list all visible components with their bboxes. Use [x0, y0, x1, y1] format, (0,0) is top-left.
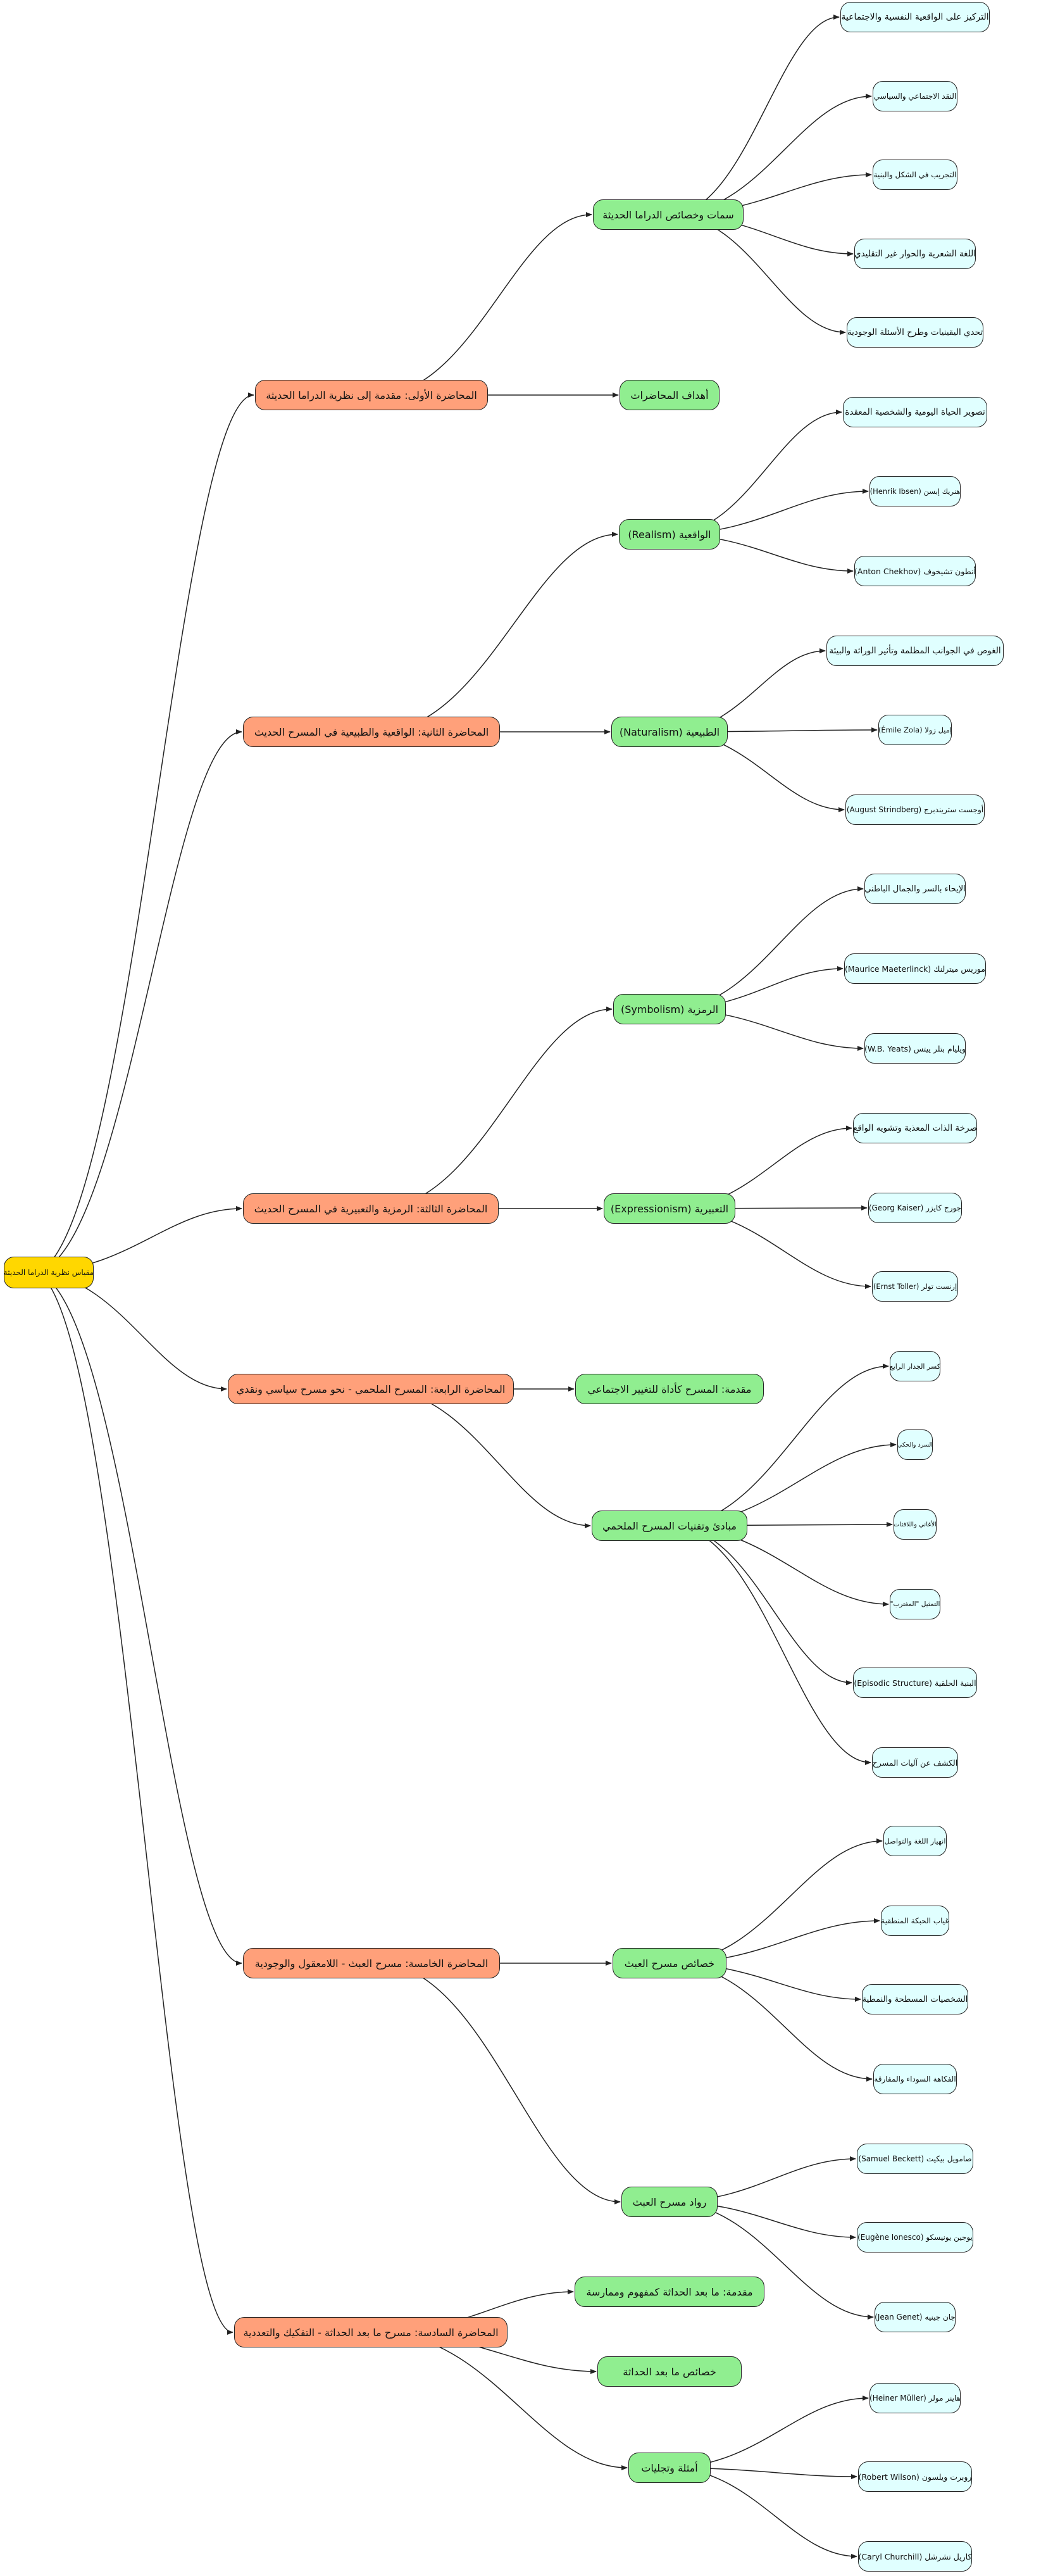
- detail-node-d4: اللغة الشعرية والحوار غير التقليدي: [854, 239, 976, 269]
- lecture-node-l1: المحاضرة الأولى: مقدمة إلى نظرية الدراما…: [255, 380, 488, 410]
- detail-node-d6: تصوير الحياة اليومية والشخصية المعقدة: [843, 397, 987, 427]
- detail-node-d30: جان جينيه (Jean Genet): [875, 2302, 956, 2332]
- edge-t4b-d23: [677, 1525, 871, 1765]
- detail-node-d17: إرنست تولر (Ernst Toller): [872, 1271, 958, 1302]
- detail-node-d27: الفكاهة السوداء والمفارقة: [873, 2064, 957, 2094]
- detail-node-d26: الشخصيات المسطحة والنمطية: [862, 1984, 968, 2014]
- detail-node-d29: يوجين يونيسكو (Eugène Ionesco): [857, 2222, 973, 2252]
- lecture-node-l3: المحاضرة الثالثة: الرمزية والتعبيرية في …: [243, 1193, 499, 1224]
- detail-node-d21: التمثيل "المغترب": [890, 1589, 940, 1619]
- edge-root-l4: [37, 1272, 227, 1392]
- detail-node-d19: السرد والحكي: [897, 1429, 933, 1460]
- topic-node-t6a: مقدمة: ما بعد الحداثة كمفهوم وممارسة: [575, 2277, 764, 2307]
- detail-node-d11: أوجست ستريندبرج (August Strindberg): [845, 795, 985, 825]
- topic-node-t2a: الواقعية (Realism): [619, 519, 720, 550]
- edge-root-l5: [37, 1272, 242, 1966]
- lecture-node-l5: المحاضرة الخامسة: مسرح العبث - اللامعقول…: [243, 1948, 500, 1978]
- detail-node-d1: التركيز على الواقعية النفسية والاجتماعية: [840, 2, 990, 32]
- edge-t5a-d27: [675, 1963, 873, 2082]
- edge-t1a-d1: [675, 15, 840, 215]
- edge-l1-t1a: [383, 212, 592, 396]
- edge-t1a-d2: [675, 94, 872, 215]
- detail-node-d23: الكشف عن آليات المسرح: [872, 1747, 958, 1778]
- edge-t3a-d12: [675, 886, 864, 1010]
- topic-node-t2b: الطبيعية (Naturalism): [611, 717, 728, 747]
- detail-node-d5: تحدي اليقينيات وطرح الأسئلة الوجودية: [847, 317, 983, 348]
- lecture-node-l6: المحاضرة السادسة: مسرح ما بعد الحداثة - …: [234, 2317, 508, 2347]
- detail-node-d14: ويليام بتلر ييتس (W.B. Yeats): [864, 1033, 966, 1064]
- edge-root-l2: [37, 729, 242, 1273]
- detail-node-d2: النقد الاجتماعي والسياسي: [873, 81, 957, 111]
- lecture-node-l2: المحاضرة الثانية: الواقعية والطبيعية في …: [243, 717, 500, 747]
- detail-node-d18: كسر الجدار الرابع: [890, 1351, 940, 1381]
- lecture-node-l4: المحاضرة الرابعة: المسرح الملحمي - نحو م…: [228, 1374, 514, 1404]
- detail-node-d16: جورج كايزر (Georg Kaiser): [868, 1193, 962, 1223]
- detail-node-d33: كاريل تشرشل (Caryl Churchill): [858, 2541, 972, 2572]
- detail-node-d15: صرخة الذات المعذبة وتشويه الواقع: [853, 1113, 977, 1143]
- topic-node-t4a: مقدمة: المسرح كأداة للتغيير الاجتماعي: [575, 1374, 764, 1404]
- detail-node-d32: روبرت ويلسون (Robert Wilson): [858, 2461, 972, 2492]
- edge-t4b-d22: [677, 1525, 852, 1685]
- root-node: مقياس نظرية الدراما الحديثة: [4, 1257, 94, 1288]
- edge-l6-t6c: [384, 2332, 628, 2470]
- edge-t2a-d6: [674, 410, 842, 535]
- detail-node-d13: موريس ميترلنك (Maurice Maeterlinck): [844, 953, 986, 984]
- edge-l4-t4b: [385, 1388, 591, 1528]
- edge-t1a-d5: [675, 214, 846, 335]
- topic-node-t1a: سمات وخصائص الدراما الحديثة: [593, 199, 744, 230]
- topic-node-t3a: الرمزية (Symbolism): [613, 994, 726, 1024]
- detail-node-d3: التجريب في الشكل والبنية: [873, 160, 957, 190]
- edge-l5-t5b: [384, 1963, 621, 2204]
- detail-node-d25: غياب الحبكة المنطقية: [881, 1906, 949, 1936]
- topic-node-t5b: رواد مسرح العبث: [621, 2187, 718, 2217]
- topic-node-t6c: أمثلة وتجليات: [628, 2453, 711, 2483]
- edge-t5a-d24: [675, 1838, 883, 1964]
- detail-node-d8: أنطون تشيخوف (Anton Chekhov): [854, 556, 976, 586]
- detail-node-d12: الإيحاء بالسر والجمال الباطني: [864, 874, 966, 904]
- topic-node-t6b: خصائص ما بعد الحداثة: [597, 2356, 742, 2387]
- detail-node-d20: الأغاني واللافتات: [894, 1509, 937, 1540]
- detail-node-d31: هاينر مولر (Heiner Müller): [869, 2383, 961, 2413]
- detail-node-d22: البنية الحلقية (Episodic Structure): [853, 1668, 977, 1698]
- detail-node-d24: انهيار اللغة والتواصل: [883, 1826, 947, 1856]
- topic-node-t5a: خصائص مسرح العبث: [613, 1948, 726, 1978]
- edge-l2-t2a: [384, 532, 618, 732]
- topic-node-t4b: مبادئ وتقنيات المسرح الملحمي: [592, 1511, 747, 1541]
- detail-node-d7: هنريك إبسن (Henrik Ibsen): [869, 476, 961, 506]
- edge-root-l6: [37, 1272, 234, 2335]
- detail-node-d9: الغوص في الجوانب المظلمة وتأثير الوراثة …: [826, 636, 1004, 666]
- topic-node-t1b: أهداف المحاضرات: [620, 380, 720, 410]
- edge-root-l1: [37, 393, 254, 1273]
- edge-l3-t3a: [383, 1007, 613, 1209]
- detail-node-d10: إميل زولا (Émile Zola): [878, 715, 952, 745]
- topic-node-t3b: التعبيرية (Expressionism): [604, 1193, 735, 1224]
- detail-node-d28: صامويل بيكيت (Samuel Beckett): [857, 2144, 973, 2174]
